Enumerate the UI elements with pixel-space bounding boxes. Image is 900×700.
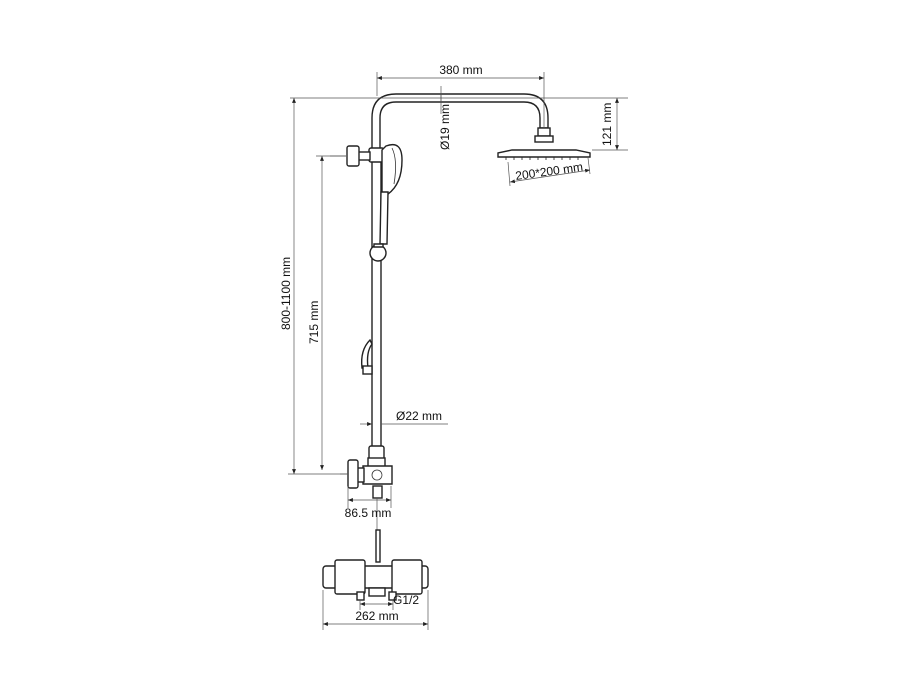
- dimension-overall-height: 800-1100 mm: [279, 98, 348, 475]
- dimension-rail-diameter: Ø22 mm: [360, 409, 448, 426]
- dimension-inlet-thread: G1/2: [359, 593, 419, 610]
- overhead-arm: [371, 93, 549, 151]
- label-inlet-thread: G1/2: [393, 593, 419, 607]
- shower-head-nozzles: [505, 157, 579, 160]
- label-rail-diameter: Ø22 mm: [396, 409, 442, 423]
- dimension-head-size: 200*200 mm: [507, 157, 591, 187]
- label-arm-diameter: Ø19 mm: [438, 104, 452, 150]
- thermostatic-mixer: [322, 529, 429, 601]
- label-head-size: 200*200 mm: [514, 160, 583, 183]
- label-mixer-width: 262 mm: [355, 609, 398, 623]
- label-wall-offset: 86.5 mm: [345, 506, 392, 520]
- rain-shower-head: [497, 127, 591, 160]
- label-overall-height: 800-1100 mm: [279, 257, 293, 330]
- dimension-slide-length: 715 mm: [307, 155, 346, 470]
- bottom-connector: [340, 457, 393, 560]
- hose-holder: [360, 338, 373, 375]
- dimension-head-height: 121 mm: [290, 97, 628, 151]
- label-head-height: 121 mm: [600, 103, 614, 146]
- dimension-wall-offset: 86.5 mm: [345, 486, 392, 520]
- label-slide-length: 715 mm: [307, 301, 321, 344]
- dimension-mixer-width: 262 mm: [322, 590, 429, 630]
- hand-shower: [369, 143, 403, 262]
- dimension-top-span: 380 mm: [376, 63, 545, 128]
- label-top-span: 380 mm: [439, 63, 482, 77]
